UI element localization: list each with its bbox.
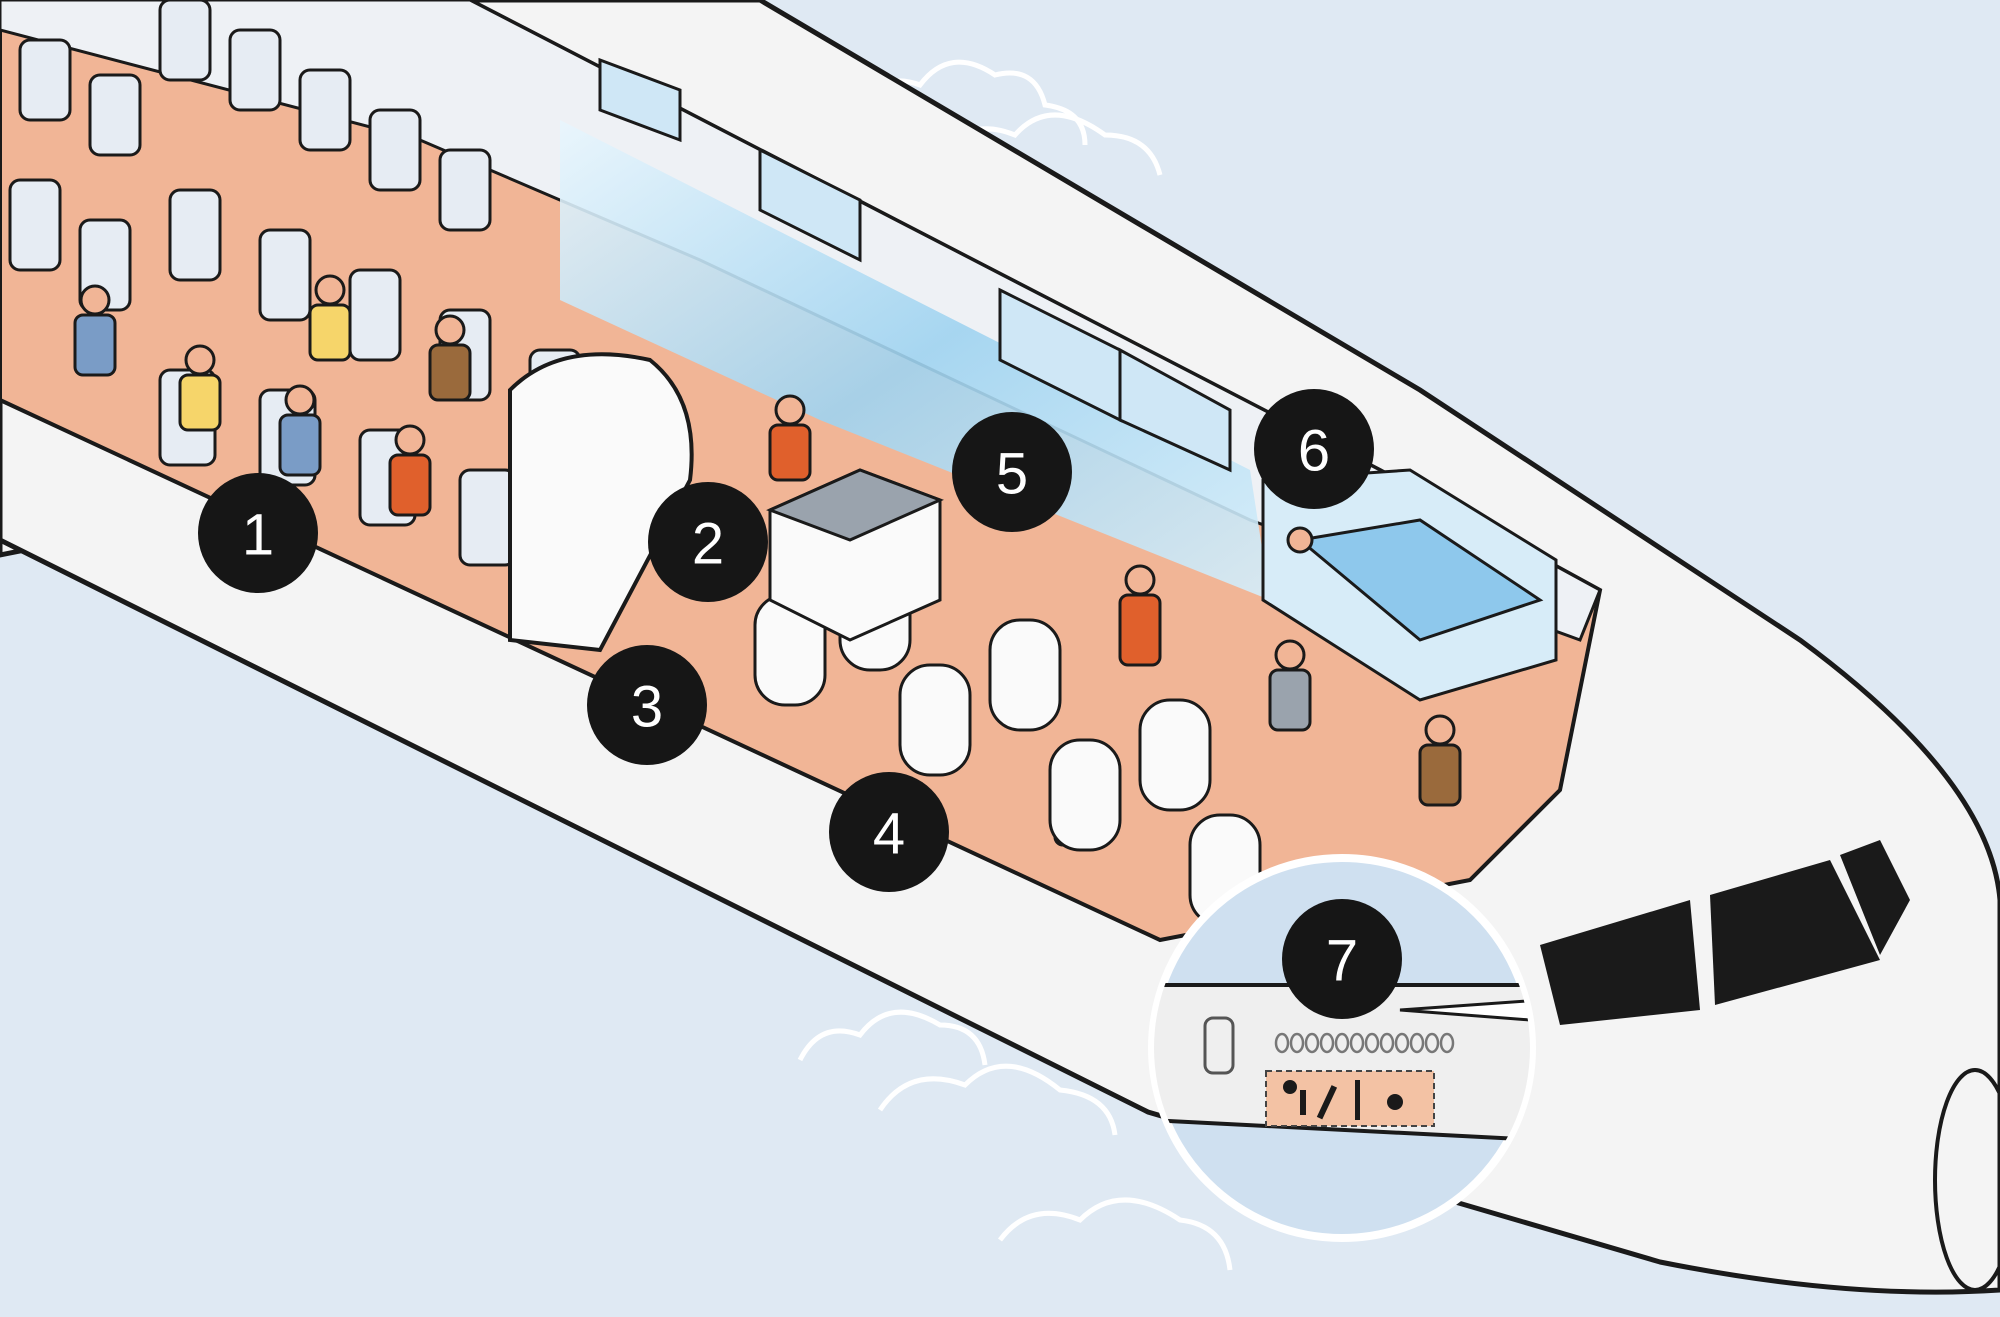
cloud-icon (797, 1009, 988, 1066)
snack-bar (766, 468, 944, 642)
callout-1: 1 (198, 473, 318, 593)
callout-3: 3 (587, 645, 707, 765)
callout-label: 4 (873, 802, 905, 867)
sleep-cabin (1261, 468, 1558, 702)
callout-5: 5 (952, 412, 1072, 532)
window-projection-glow (560, 120, 1270, 600)
passenger (308, 274, 352, 362)
yoga-room-window (1265, 1070, 1435, 1127)
passenger (1418, 714, 1462, 807)
wing-detail (1399, 998, 1530, 1022)
callout-2: 2 (648, 482, 768, 602)
callout-label: 3 (631, 675, 663, 740)
callout-label: 2 (692, 512, 724, 577)
callout-4: 4 (829, 772, 949, 892)
callout-label: 1 (242, 503, 274, 568)
passenger (73, 284, 117, 377)
passenger (388, 424, 432, 517)
fuselage-detail (1154, 983, 1530, 1143)
cockpit-windows (1540, 840, 1910, 1025)
callout-label: 7 (1326, 929, 1358, 994)
nose-cone (1933, 1068, 2000, 1292)
passenger (178, 344, 222, 432)
yoga-figures-icon (1283, 1080, 1403, 1120)
cloud-icon (998, 1197, 1233, 1271)
passenger (1118, 564, 1162, 667)
callout-label: 6 (1298, 419, 1330, 484)
passenger (768, 394, 812, 482)
cloud-icon (877, 1063, 1118, 1136)
seat-row (18, 0, 492, 232)
door-icon (1203, 1016, 1235, 1075)
fuselage-window-row (1274, 1032, 1455, 1054)
exterior-magnifier (1148, 854, 1536, 1242)
callout-6: 6 (1254, 389, 1374, 509)
callout-7: 7 (1282, 899, 1402, 1019)
callout-label: 5 (996, 442, 1028, 507)
cabin-windows (598, 57, 1232, 473)
passenger (428, 314, 472, 402)
passenger (278, 384, 322, 477)
cabin-partition (508, 352, 694, 653)
passenger (1268, 639, 1312, 732)
